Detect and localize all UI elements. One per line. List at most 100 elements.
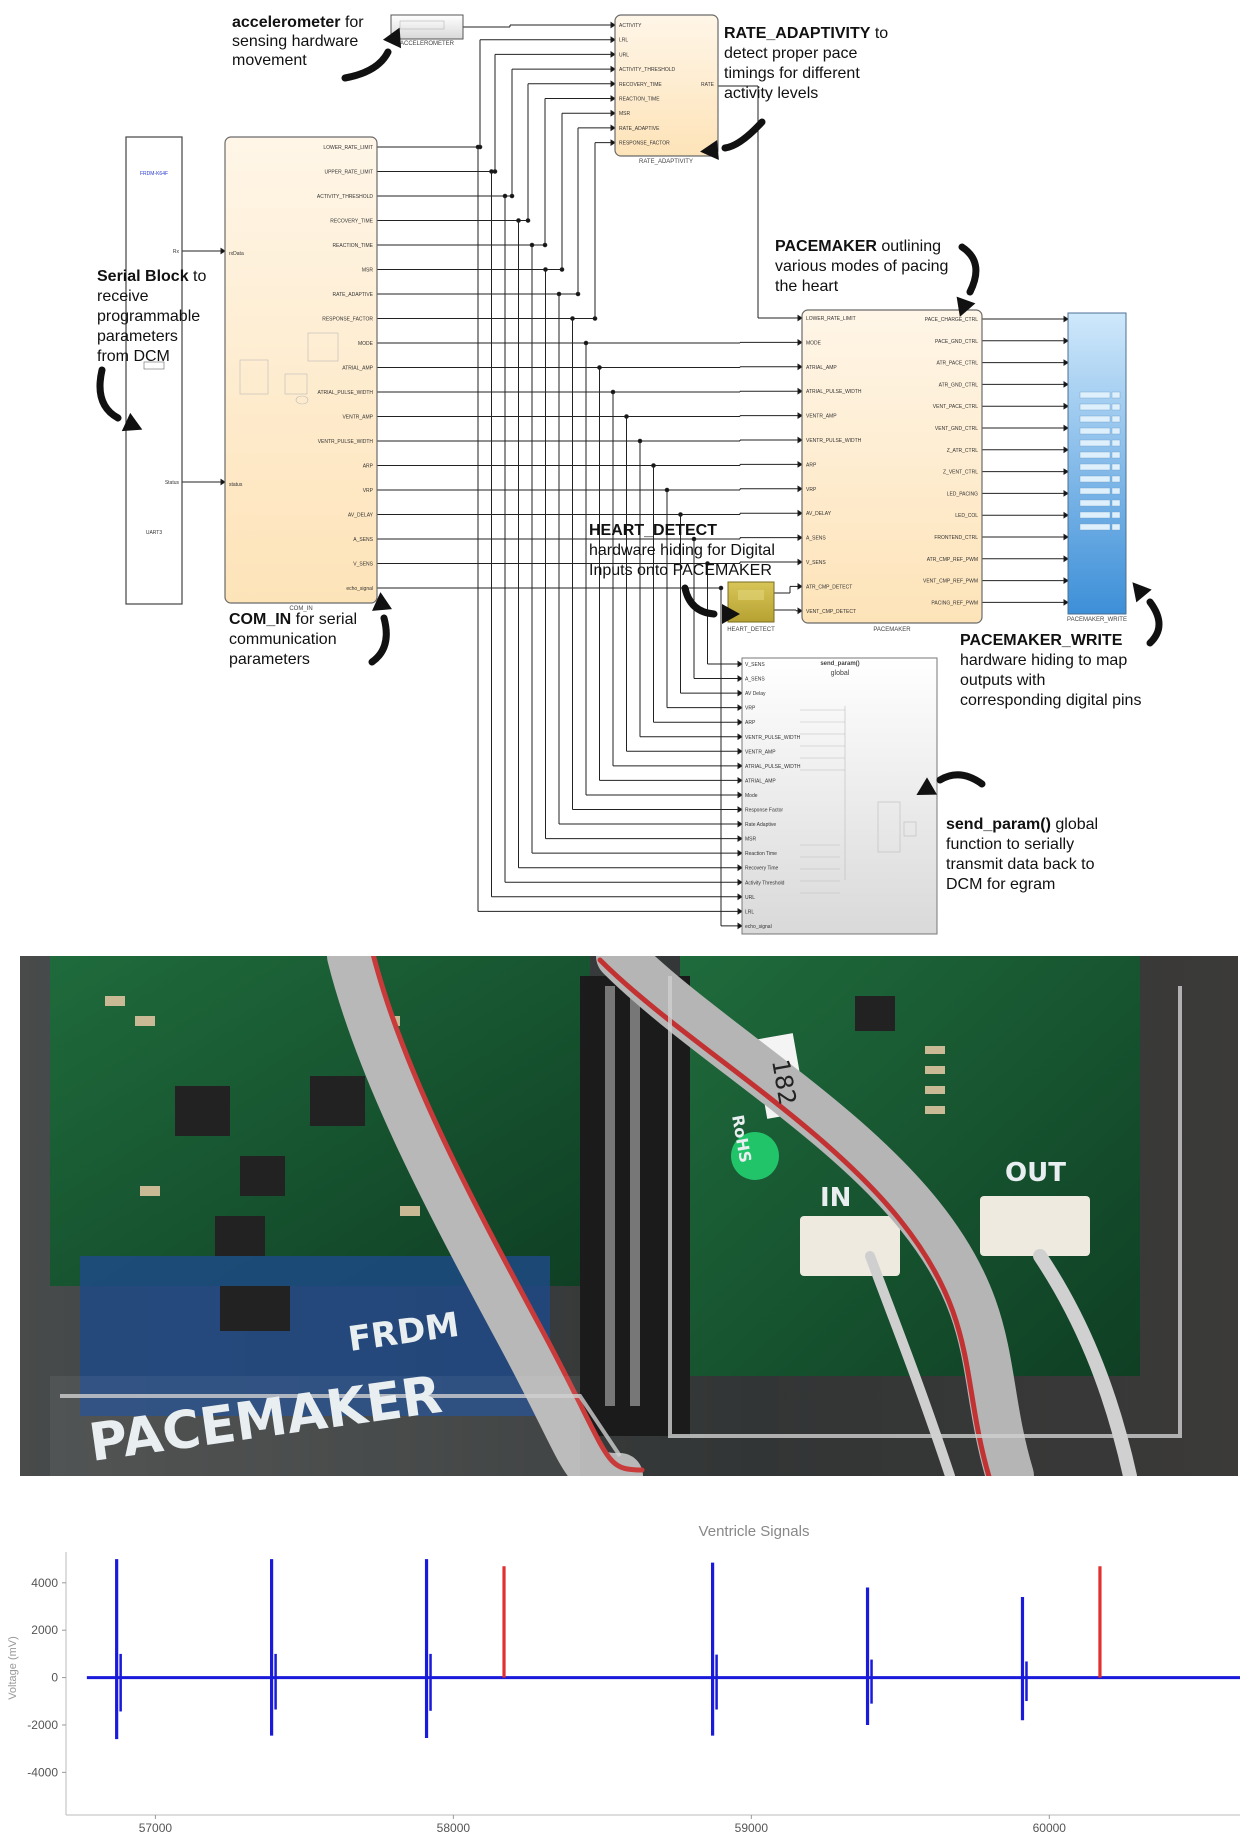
heart-detect-title: HEART_DETECT	[727, 627, 775, 633]
com-in-in-pin: status	[229, 482, 243, 488]
rate-adaptivity-in-pin: ACTIVITY	[619, 23, 642, 29]
com-in-out-pin: RECOVERY_TIME	[330, 219, 373, 225]
serial-block-status: Status	[165, 480, 180, 486]
wire-arrowhead	[1064, 317, 1068, 322]
com-in-out-pin: echo_signal	[346, 586, 373, 592]
pacemaker-out-pin: VENT_PACE_CTRL	[933, 404, 978, 410]
pacemaker-out-pin: ATR_PACE_CTRL	[937, 361, 979, 367]
pacemaker-write-row	[1080, 524, 1110, 530]
y-tick-label: 2000	[31, 1623, 58, 1637]
pacemaker-write-row	[1112, 524, 1120, 530]
pacemaker-write-row	[1112, 416, 1120, 422]
pacemaker-in-pin: A_SENS	[806, 536, 826, 542]
wire-arrowhead	[738, 822, 742, 827]
com-in-out-pin: VRP	[363, 488, 374, 494]
y-tick-label: 0	[51, 1671, 58, 1685]
x-tick-label: 58000	[437, 1821, 471, 1835]
accelerometer-block[interactable]: ACCELEROMETER	[391, 15, 463, 47]
x-tick-label: 59000	[735, 1821, 769, 1835]
annotation-arrow	[940, 775, 982, 784]
pacemaker-write-row	[1112, 392, 1120, 398]
send-param-in-pin: URL	[745, 895, 755, 901]
wire-arrowhead	[738, 720, 742, 725]
serial-block[interactable]: FRDM-K64F Rx Status UART3	[126, 137, 182, 604]
pacemaker-out-pin: PACE_GND_CTRL	[935, 339, 978, 345]
send-param-in-pin: V_SENS	[745, 662, 765, 668]
send-param-in-pin: A_SENS	[745, 677, 765, 683]
pacemaker-write-row	[1112, 476, 1120, 482]
wire-arrowhead	[738, 662, 742, 667]
pacemaker-in-pin: AV_DELAY	[806, 511, 832, 517]
send-param-in-pin: Activity Threshold	[745, 880, 785, 886]
pacemaker-out-pin: FRONTEND_CTRL	[934, 535, 978, 541]
annotation-arrow	[1150, 602, 1159, 643]
pacemaker-out-pin: VENT_CMP_REF_PWM	[923, 579, 978, 585]
annotation-heart-detect: HEART_DETECT hardware hiding for Digital…	[589, 522, 779, 579]
annotation-send-param: send_param() global function to serially…	[946, 816, 1103, 893]
pacemaker-in-pin: ARP	[806, 462, 817, 468]
com-in-out-pin: ATRIAL_PULSE_WIDTH	[318, 390, 374, 396]
pacemaker-write-row	[1080, 392, 1110, 398]
send-param-in-pin: VRP	[745, 706, 756, 712]
pacemaker-block[interactable]: LOWER_RATE_LIMITMODEATRIAL_AMPATRIAL_PUL…	[802, 310, 982, 633]
chart-ylabel: Voltage (mV)	[7, 1636, 19, 1700]
wire-arrowhead	[1064, 469, 1068, 474]
send-param-block[interactable]: send_param() global V_SENSA_SENSAV Delay…	[742, 658, 937, 934]
com-in-in-pin: rxData	[229, 251, 244, 257]
pacemaker-write-row	[1080, 404, 1110, 410]
wire-arrowhead	[1064, 513, 1068, 518]
pacemaker-out-pin: PACING_REF_PWM	[931, 600, 978, 606]
com-in-out-pin: UPPER_RATE_LIMIT	[324, 170, 373, 176]
wire-arrowhead	[1064, 426, 1068, 431]
pacemaker-out-pin: Z_ATR_CTRL	[947, 448, 979, 454]
wire-arrowhead	[738, 909, 742, 914]
com-in-out-pin: MODE	[358, 341, 374, 347]
send-param-in-pin: AV Delay	[745, 691, 766, 697]
send-param-in-pin: echo_signal	[745, 924, 772, 930]
send-param-title: send_param()	[820, 661, 859, 667]
pacemaker-write-row	[1080, 476, 1110, 482]
pacemaker-write-title: PACEMAKER_WRITE	[1067, 617, 1127, 623]
pacemaker-out-pin: VENT_GND_CTRL	[935, 426, 978, 432]
wire-arrowhead	[1064, 578, 1068, 583]
hardware-photo: PACEMAKER FRDM IN OUT RoHS 182	[20, 956, 1238, 1476]
wire-arrowhead	[1064, 338, 1068, 343]
send-param-in-pin: LRL	[745, 909, 754, 915]
pacemaker-in-pin: VENTR_AMP	[806, 414, 837, 420]
y-tick-label: 4000	[31, 1576, 58, 1590]
com-in-out-pin: REACTION_TIME	[332, 243, 373, 249]
serial-block-uart: UART3	[146, 530, 163, 536]
rate-adaptivity-in-pin: RATE_ADAPTIVE	[619, 126, 660, 132]
com-in-out-pin: ATRIAL_AMP	[342, 366, 373, 372]
wire-arrowhead	[738, 691, 742, 696]
annotation-serial: Serial Block to receive programmable par…	[97, 268, 211, 365]
com-in-out-pin: ARP	[363, 464, 374, 470]
pacemaker-write-row	[1080, 440, 1110, 446]
annotation-arrow	[345, 52, 388, 78]
wire-arrowhead	[1064, 447, 1068, 452]
ventricle-signals-chart: Ventricle Signals Voltage (mV) -4000-200…	[0, 1500, 1258, 1836]
wire-arrowhead	[738, 792, 742, 797]
com-in-out-pin: ACTIVITY_THRESHOLD	[317, 194, 374, 200]
com-in-out-pin: VENTR_PULSE_WIDTH	[318, 439, 374, 445]
rate-adaptivity-block[interactable]: ACTIVITYLRLURLACTIVITY_THRESHOLDRECOVERY…	[615, 15, 718, 165]
pacemaker-write-row	[1112, 488, 1120, 494]
heart-detect-block[interactable]: HEART_DETECT	[727, 582, 775, 633]
wire-arrowhead	[738, 807, 742, 812]
pacemaker-write-row	[1080, 428, 1110, 434]
annotation-arrow	[100, 370, 118, 418]
pacemaker-write-row	[1112, 440, 1120, 446]
send-param-in-pin: ATRIAL_PULSE_WIDTH	[745, 764, 801, 770]
wire-arrowhead	[738, 676, 742, 681]
rate-adaptivity-in-pin: MSR	[619, 111, 631, 117]
send-param-in-pin: ARP	[745, 720, 756, 726]
rate-adaptivity-in-pin: RESPONSE_FACTOR	[619, 141, 670, 147]
send-param-in-pin: Rate Adaptive	[745, 822, 776, 828]
pacemaker-write-block[interactable]: PACEMAKER_WRITE	[1067, 313, 1127, 623]
rate-adaptivity-title: RATE_ADAPTIVITY	[639, 159, 693, 165]
com-in-block[interactable]: LOWER_RATE_LIMITUPPER_RATE_LIMITACTIVITY…	[225, 137, 377, 612]
wire-arrowhead	[738, 778, 742, 783]
x-tick-label: 60000	[1033, 1821, 1067, 1835]
x-tick-label: 57000	[139, 1821, 173, 1835]
com-in-out-pin: V_SENS	[353, 562, 373, 568]
